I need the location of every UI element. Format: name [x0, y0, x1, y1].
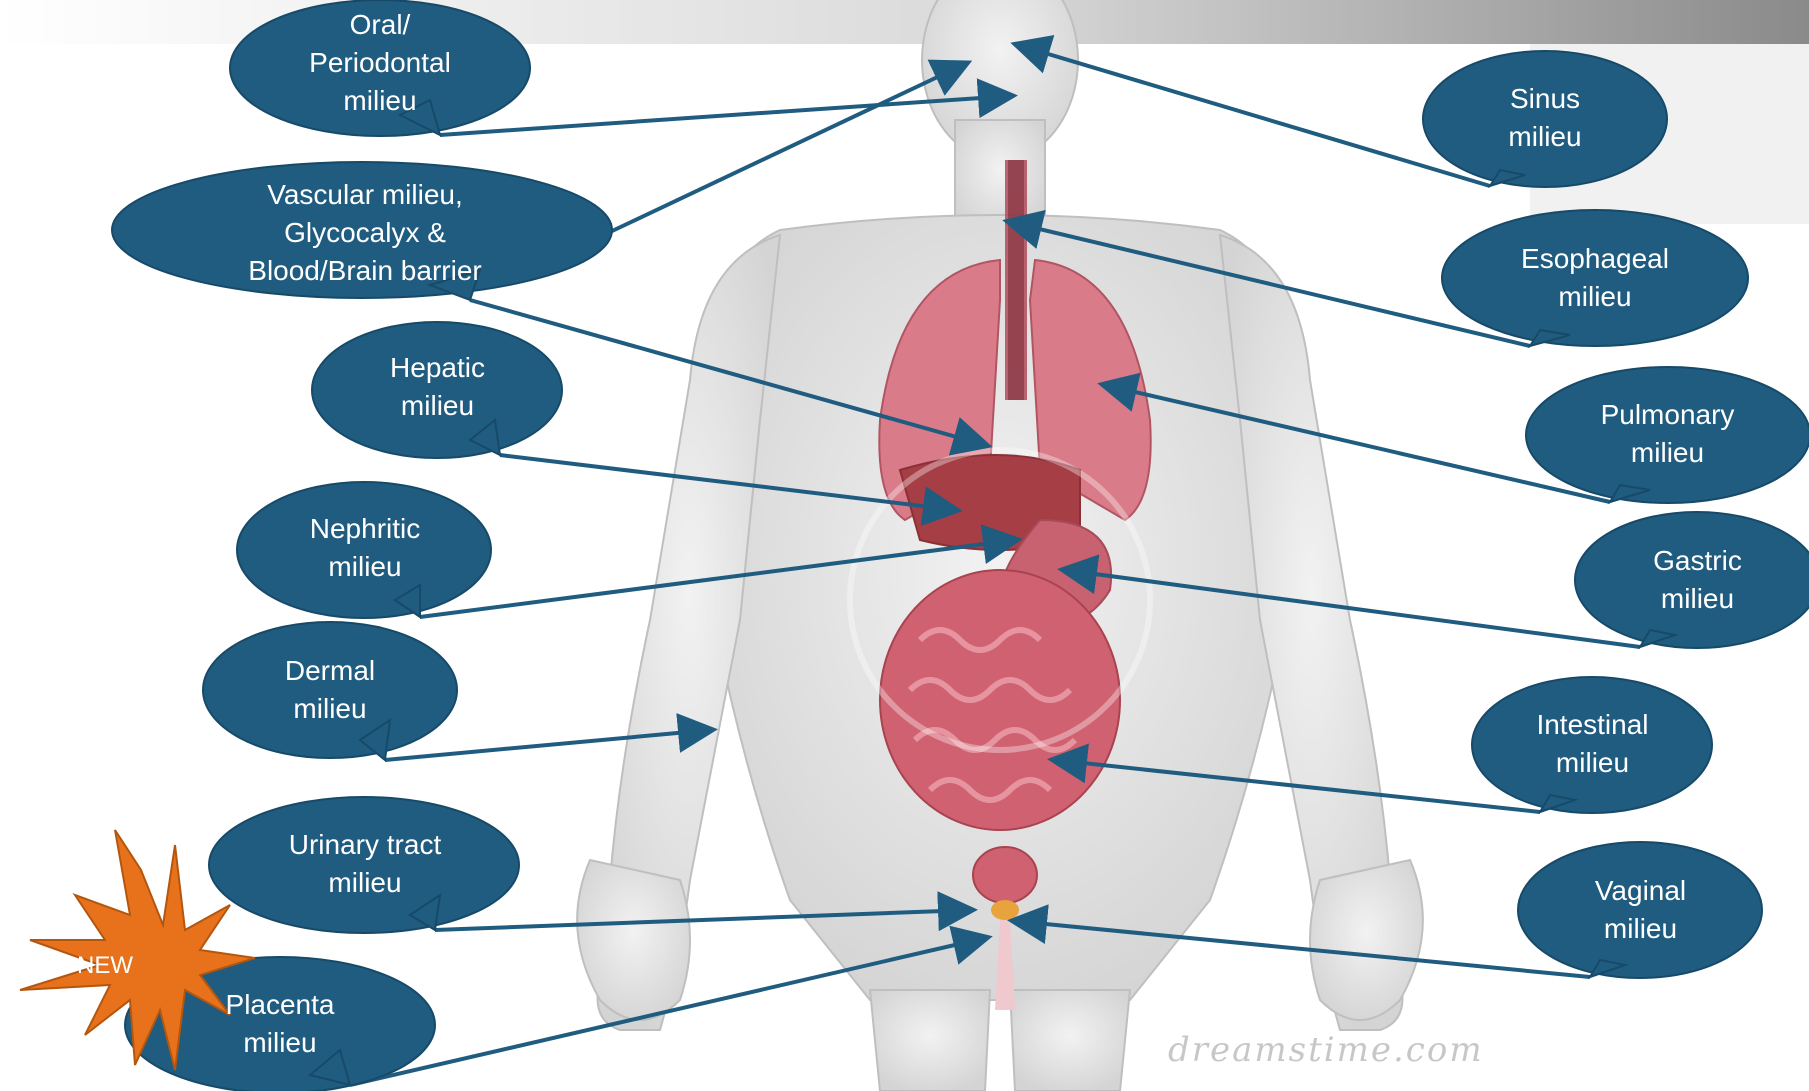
bubble-sinus	[1423, 51, 1667, 187]
bubble-vaginal	[1518, 842, 1762, 978]
bubble-urinary	[209, 797, 519, 933]
new-badge-label: NEW	[60, 952, 150, 980]
bubble-oral	[230, 0, 530, 136]
bubble-gastric	[1575, 512, 1809, 648]
bubble-intestinal	[1472, 677, 1712, 813]
arrow-vascular	[610, 64, 965, 232]
arrow-sinus	[1018, 45, 1490, 186]
bubble-nephritic	[237, 482, 491, 618]
arrow-oral	[440, 96, 1010, 135]
bubble-pulmonary	[1526, 367, 1809, 503]
watermark: dreamstime.com	[1168, 1030, 1518, 1070]
bubble-dermal	[203, 622, 457, 760]
bubble-esophageal	[1442, 210, 1748, 346]
bubble-vascular	[112, 162, 612, 300]
bubble-hepatic	[312, 322, 562, 458]
